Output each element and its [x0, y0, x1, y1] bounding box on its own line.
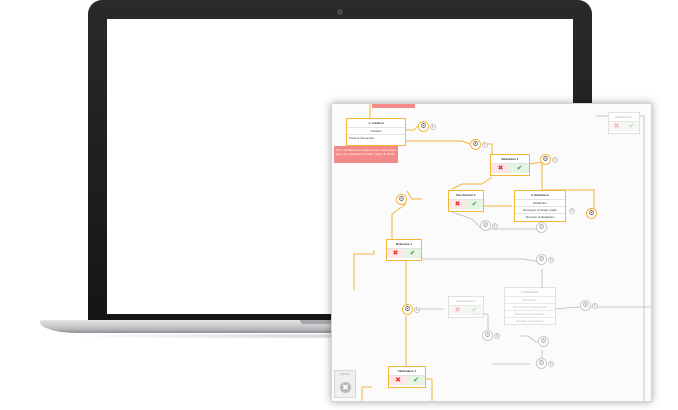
approve-button[interactable]: ✔ [407, 376, 425, 385]
node-redaction-top[interactable]: Rédaction 1 ✖ ✔ [608, 112, 640, 134]
refresh-icon[interactable]: ↻ [494, 333, 500, 339]
edge [451, 176, 493, 190]
edge [353, 250, 375, 290]
edge [398, 258, 543, 263]
connector-gear-icon[interactable]: ⚙ [402, 304, 413, 315]
approve-button[interactable]: ✔ [404, 249, 421, 258]
node-title: Relecture 1 [395, 242, 413, 246]
alert-message: Si un modèle ne possède qu'une seule éta… [334, 146, 398, 163]
node-title: 2. Rédaction [521, 290, 539, 294]
trash-panel[interactable]: Fermer ✖ [334, 370, 356, 398]
refresh-icon[interactable]: ↻ [548, 361, 554, 367]
refresh-icon[interactable]: ↻ [552, 157, 558, 163]
connector-gear-icon[interactable]: ⚙ [480, 220, 491, 231]
node-buttons: ✖ ✔ [491, 163, 529, 173]
node-title: 1. Création [368, 121, 384, 125]
connector-gear-icon[interactable]: ⚙ [586, 208, 597, 219]
reject-button[interactable]: ✖ [389, 376, 407, 385]
node-title: 2. Rédaction [531, 193, 549, 197]
connector-gear-icon[interactable]: ⚙ [418, 121, 429, 132]
node-row[interactable]: Terminer la Rédaction [515, 213, 565, 220]
node-row: Rédaction [505, 296, 555, 303]
refresh-icon[interactable]: ↻ [592, 303, 598, 309]
node-title: Ras Dernier 1 [456, 193, 476, 197]
node-buttons: ✖ ✔ [449, 305, 483, 315]
node-row[interactable]: Terminer la Rédaction [505, 317, 555, 324]
edge [361, 386, 372, 401]
connector-gear-icon[interactable]: ⚙ [470, 139, 481, 150]
refresh-icon[interactable]: ↻ [482, 142, 488, 148]
node-buttons: ✖ ✔ [449, 199, 483, 209]
reject-button[interactable]: ✖ [609, 122, 624, 131]
workflow-editor-window: 1. Création Création Créer le Document S… [331, 103, 652, 402]
approve-button[interactable]: ✔ [466, 200, 483, 209]
connector-gear-icon[interactable]: ⚙ [538, 336, 549, 347]
node-redaction-1[interactable]: Rédaction 1 ✖ ✔ [490, 154, 530, 176]
node-ras-dernier-faded[interactable]: Ras Dernier 1 ✖ ✔ [448, 296, 484, 318]
connector-gear-icon[interactable]: ⚙ [540, 154, 551, 165]
node-buttons: ✖ ✔ [609, 121, 639, 131]
edge [391, 203, 407, 239]
node-verification-1[interactable]: Vérification 1 ✖ ✔ [388, 366, 426, 388]
refresh-icon[interactable]: ↻ [492, 223, 498, 229]
connector-gear-icon[interactable]: ⚙ [536, 358, 547, 369]
reject-button[interactable]: ✖ [491, 164, 510, 173]
connector-gear-icon[interactable]: ⚙ [536, 254, 547, 265]
node-buttons: ✖ ✔ [389, 375, 425, 385]
trash-label: Fermer [340, 372, 350, 376]
node-redaction-faded[interactable]: 2. Rédaction Rédaction Renvoyer à l'étap… [504, 287, 556, 325]
approve-button[interactable]: ✔ [510, 164, 529, 173]
connector-gear-icon[interactable]: ⚙ [580, 300, 591, 311]
edge [541, 162, 564, 191]
node-ras-dernier-1[interactable]: Ras Dernier 1 ✖ ✔ [448, 190, 484, 212]
edge [640, 115, 645, 401]
connector-gear-icon[interactable]: ⚙ [482, 330, 493, 341]
reject-button[interactable]: ✖ [387, 249, 404, 258]
node-row: Rédaction [515, 199, 565, 206]
refresh-icon[interactable]: ↻ [414, 307, 420, 313]
node-row[interactable]: Relecture la Rédaction [505, 310, 555, 317]
approve-button[interactable]: ✔ [466, 306, 483, 315]
refresh-icon[interactable]: ↻ [569, 208, 575, 214]
alert-top-bar [372, 104, 415, 108]
reject-button[interactable]: ✖ [449, 306, 466, 315]
node-title: Rédaction 1 [615, 115, 633, 119]
node-relecture-1[interactable]: Relecture 1 ✖ ✔ [386, 239, 422, 261]
edge [564, 189, 595, 214]
edge [451, 211, 540, 230]
node-row[interactable]: Renvoyer à l'étape prédé [515, 206, 565, 213]
node-row: Créer le Document [347, 134, 405, 141]
edge [406, 125, 419, 131]
node-title: Vérification 1 [397, 369, 417, 373]
node-redaction-2[interactable]: 2. Rédaction Rédaction Renvoyer à l'étap… [514, 190, 566, 222]
approve-button[interactable]: ✔ [624, 122, 639, 131]
reject-button[interactable]: ✖ [449, 200, 466, 209]
node-title: Ras Dernier 1 [456, 299, 476, 303]
node-creation[interactable]: 1. Création Création Créer le Document [346, 118, 406, 146]
delete-icon[interactable]: ✖ [340, 382, 351, 393]
edge [553, 306, 581, 310]
refresh-icon[interactable]: ↻ [548, 257, 554, 263]
node-row[interactable]: Renvoyer à l'étape prédé [505, 303, 555, 310]
camera-icon [337, 9, 343, 15]
connector-gear-icon[interactable]: ⚙ [396, 194, 407, 205]
node-title: Rédaction 1 [501, 157, 519, 161]
edge [406, 190, 422, 200]
refresh-icon[interactable]: ↻ [430, 124, 436, 130]
node-buttons: ✖ ✔ [387, 248, 421, 258]
node-row: Création [347, 127, 405, 134]
connector-gear-icon[interactable]: ⚙ [536, 222, 547, 233]
